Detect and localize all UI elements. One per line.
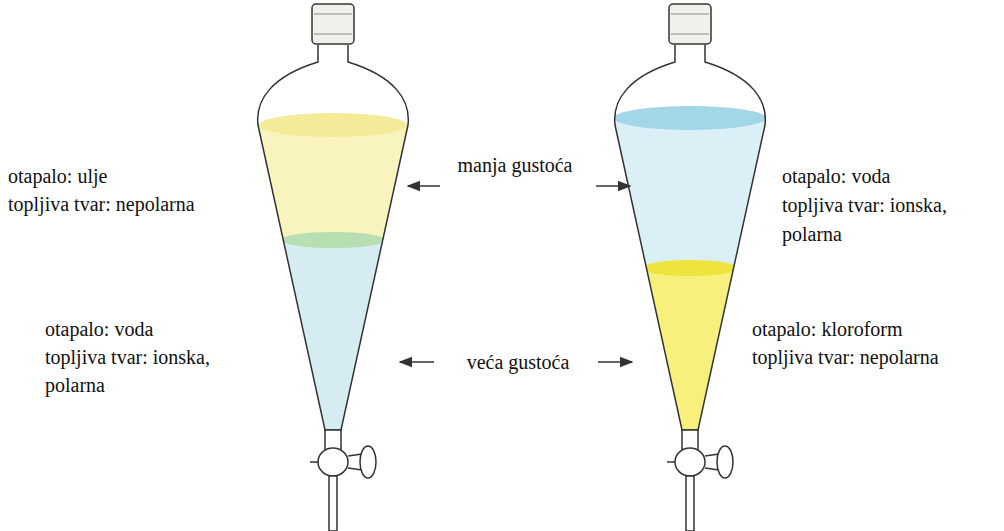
solute-label: topljiva tvar: nepolarna — [8, 191, 195, 218]
solute-label: polarna — [782, 221, 842, 248]
solvent-label: otapalo: kloroform — [752, 316, 903, 343]
density-label: manja gustoća — [455, 152, 575, 179]
solute-label: topljiva tvar: ionska, — [45, 344, 210, 371]
right-funnel — [597, 4, 787, 531]
density-label: veća gustoća — [440, 349, 596, 376]
solute-label: topljiva tvar: ionska, — [782, 192, 947, 219]
pointer-arrows — [400, 186, 632, 362]
solvent-label: otapalo: voda — [45, 316, 153, 343]
left-funnel — [240, 4, 430, 531]
solvent-label: otapalo: voda — [782, 163, 890, 190]
solute-label: topljiva tvar: nepolarna — [752, 344, 939, 371]
solvent-label: otapalo: ulje — [8, 163, 107, 190]
solute-label: polarna — [45, 372, 105, 399]
